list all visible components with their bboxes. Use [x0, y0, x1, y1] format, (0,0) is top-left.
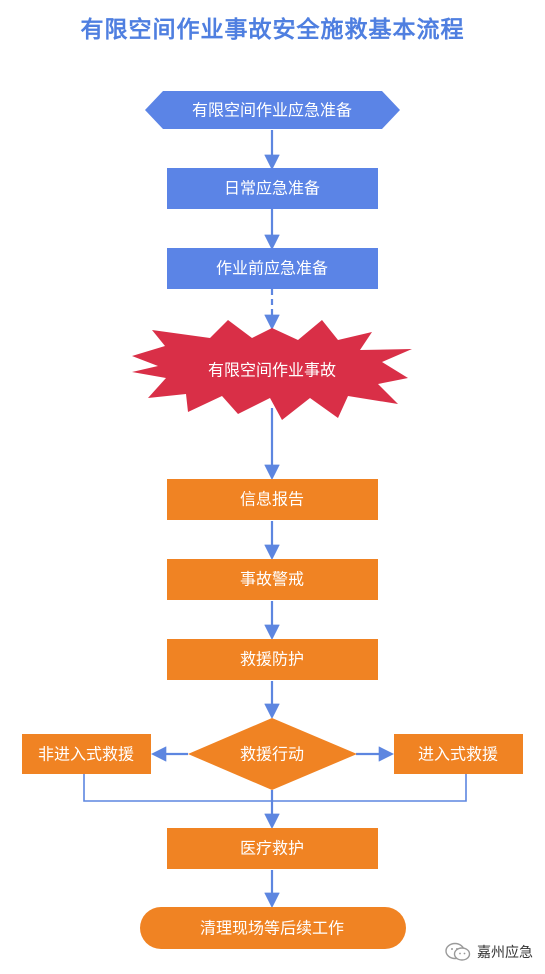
node-warning: 事故警戒 — [167, 559, 378, 600]
node-protection-label: 救援防护 — [240, 650, 304, 669]
node-prep-header: 有限空间作业应急准备 — [145, 91, 400, 129]
node-pre-work-prep: 作业前应急准备 — [167, 248, 378, 289]
node-pre-work-prep-label: 作业前应急准备 — [216, 259, 328, 278]
node-rescue-action: 救援行动 — [188, 718, 357, 790]
node-medical: 医疗救护 — [167, 828, 378, 869]
merge-line — [83, 773, 467, 802]
node-accident-label: 有限空间作业事故 — [208, 361, 336, 380]
node-daily-prep: 日常应急准备 — [167, 168, 378, 209]
node-daily-prep-label: 日常应急准备 — [224, 179, 320, 198]
watermark-text: 嘉州应急 — [477, 945, 533, 961]
node-warning-label: 事故警戒 — [240, 570, 304, 589]
node-prep-header-label: 有限空间作业应急准备 — [192, 101, 352, 120]
node-rescue-action-label: 救援行动 — [240, 745, 304, 764]
node-entry-rescue: 进入式救援 — [394, 734, 523, 774]
wechat-icon — [445, 942, 471, 962]
node-info-report: 信息报告 — [167, 479, 378, 520]
page-title: 有限空间作业事故安全施救基本流程 — [80, 17, 465, 43]
node-accident: 有限空间作业事故 — [132, 320, 412, 420]
node-non-entry-rescue-label: 非进入式救援 — [38, 745, 134, 764]
connectors — [83, 130, 467, 909]
node-entry-rescue-label: 进入式救援 — [418, 745, 498, 764]
watermark: 嘉州应急 — [445, 942, 533, 962]
node-info-report-label: 信息报告 — [240, 490, 304, 509]
node-cleanup: 清理现场等后续工作 — [140, 907, 406, 949]
node-non-entry-rescue: 非进入式救援 — [22, 734, 151, 774]
node-protection: 救援防护 — [167, 639, 378, 680]
node-cleanup-label: 清理现场等后续工作 — [200, 919, 344, 938]
node-medical-label: 医疗救护 — [240, 839, 304, 858]
